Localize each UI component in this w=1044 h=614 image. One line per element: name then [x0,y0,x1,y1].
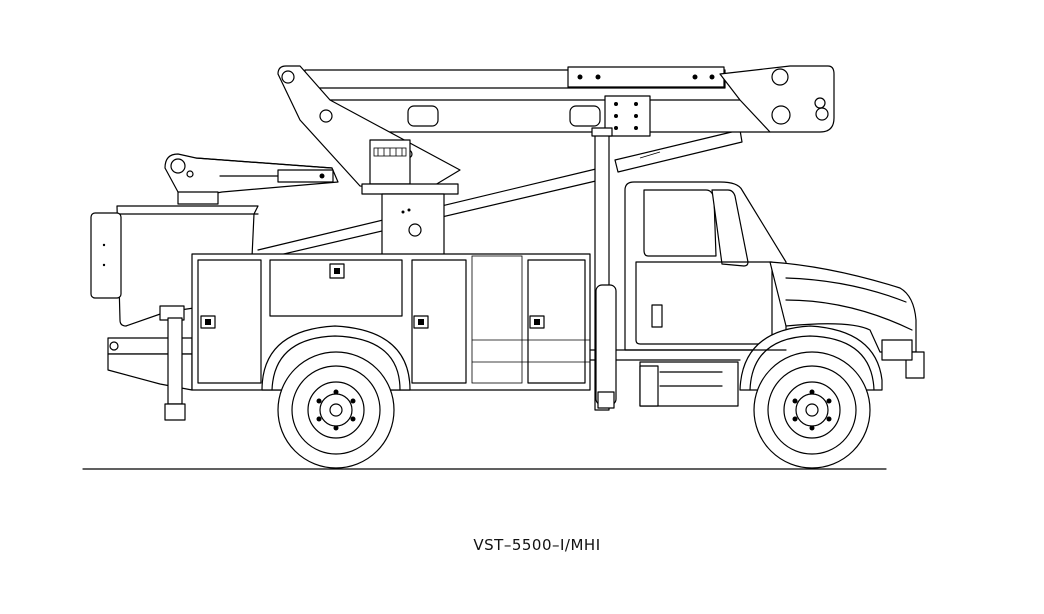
outrigger [107,317,193,421]
truck-cab [589,181,925,409]
model-label: VST–5500–I/MHI [473,536,601,554]
front-wheel [753,351,871,469]
service-body [191,253,591,391]
rear-wheel [277,351,395,469]
